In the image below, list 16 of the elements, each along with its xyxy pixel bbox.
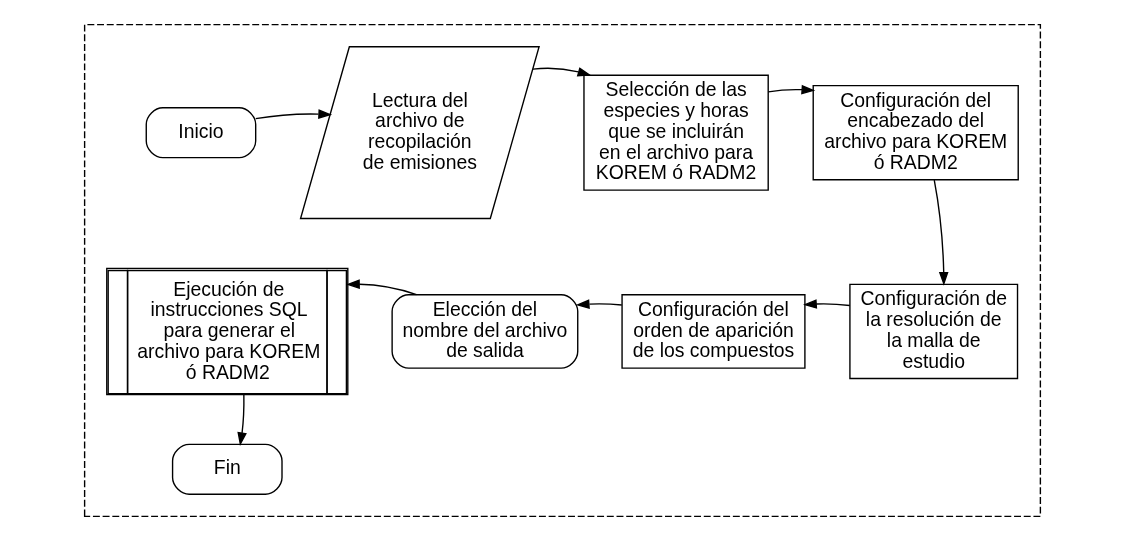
- node-box: Configuración del encabezado del archivo para KOREM ó RADM2: [812, 84, 1019, 181]
- node-box: Selección de las especies y horas que se incluirán en el archivo para KOREM ó RADM2: [582, 74, 769, 191]
- node-box: Inicio: [145, 107, 256, 159]
- arrow: [345, 279, 417, 296]
- arrow: [802, 299, 850, 309]
- node-box: Configuración del orden de aparición de los compuestos: [620, 294, 806, 369]
- node-box: Fin: [171, 443, 283, 495]
- arrow: [254, 109, 332, 120]
- arrow: [767, 84, 815, 95]
- arrow: [933, 179, 949, 286]
- arrow: [575, 299, 622, 309]
- cluster: [83, 23, 1041, 518]
- node-box: Configuración de la resolución de la malla de estudio: [848, 283, 1018, 380]
- node-box: Elección del nombre del archivo de salida: [390, 294, 578, 369]
- arrow: [531, 67, 591, 77]
- arrow: [236, 394, 247, 447]
